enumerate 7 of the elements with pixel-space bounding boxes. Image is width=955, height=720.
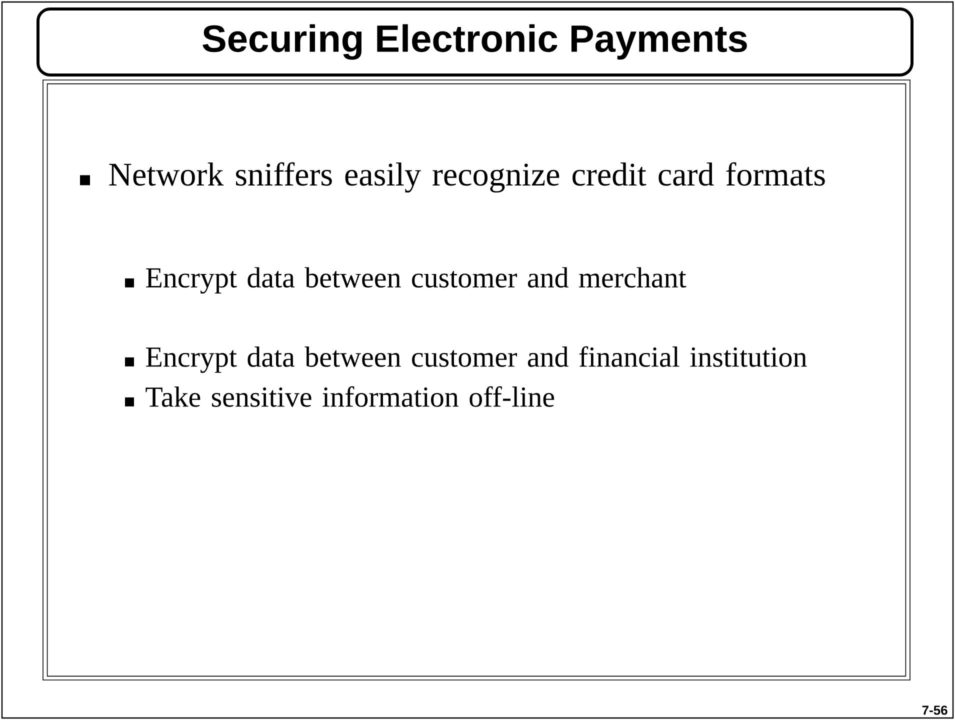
- bullet-item: Network sniffers easily recognize credit card formats: [80, 162, 825, 193]
- bullet-item: Encrypt data between customer and financial institution: [125, 346, 807, 373]
- content-panel: [42, 80, 910, 680]
- bullet-item: Encrypt data between customer and merchant: [125, 267, 686, 294]
- page-number: 7-56: [922, 706, 948, 715]
- title-box: Securing Electronic Payments: [36, 8, 914, 76]
- bullet-item: Take sensitive information off-line: [125, 386, 554, 407]
